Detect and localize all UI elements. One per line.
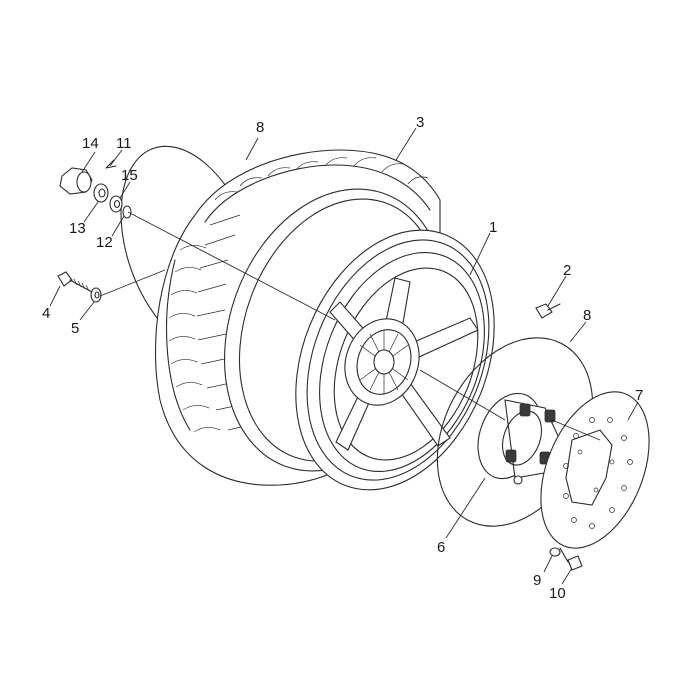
callout-13: 13: [69, 220, 86, 237]
part-bolt-4: [57, 271, 93, 293]
callout-11: 11: [116, 135, 132, 152]
part-washer-12: [122, 205, 132, 219]
callout-10: 10: [549, 585, 566, 602]
part-bolt-10: [559, 547, 583, 571]
callout-14: 14: [82, 135, 99, 152]
callout-leaders: [49, 127, 639, 585]
callout-12: 12: [96, 234, 113, 251]
callout-8-left: 8: [256, 119, 264, 136]
part-axle-nut: [59, 167, 93, 195]
part-nut-15: [109, 195, 123, 213]
assembly-lines: [99, 211, 601, 441]
part-hub-flange: [477, 392, 561, 485]
part-washer-5: [90, 287, 102, 303]
part-rim: [295, 229, 495, 491]
part-washer-9: [549, 547, 561, 557]
callout-2: 2: [563, 262, 571, 279]
callout-9: 9: [533, 572, 541, 589]
callout-3: 3: [416, 114, 424, 131]
callout-15: 15: [121, 167, 138, 184]
callout-5: 5: [71, 320, 79, 337]
callout-1: 1: [489, 219, 497, 236]
part-washer-13: [93, 183, 109, 203]
part-clip: [105, 159, 117, 169]
callouts: 1 2 3 4 5 6 7 8 8 9 10 11 12 13 14 15: [42, 114, 643, 602]
part-brake-disc: [540, 391, 650, 549]
callout-6: 6: [437, 539, 445, 556]
callout-8-right: 8: [583, 307, 591, 324]
part-bolt-2: [535, 303, 561, 319]
callout-7: 7: [635, 387, 643, 404]
callout-4: 4: [42, 305, 50, 322]
